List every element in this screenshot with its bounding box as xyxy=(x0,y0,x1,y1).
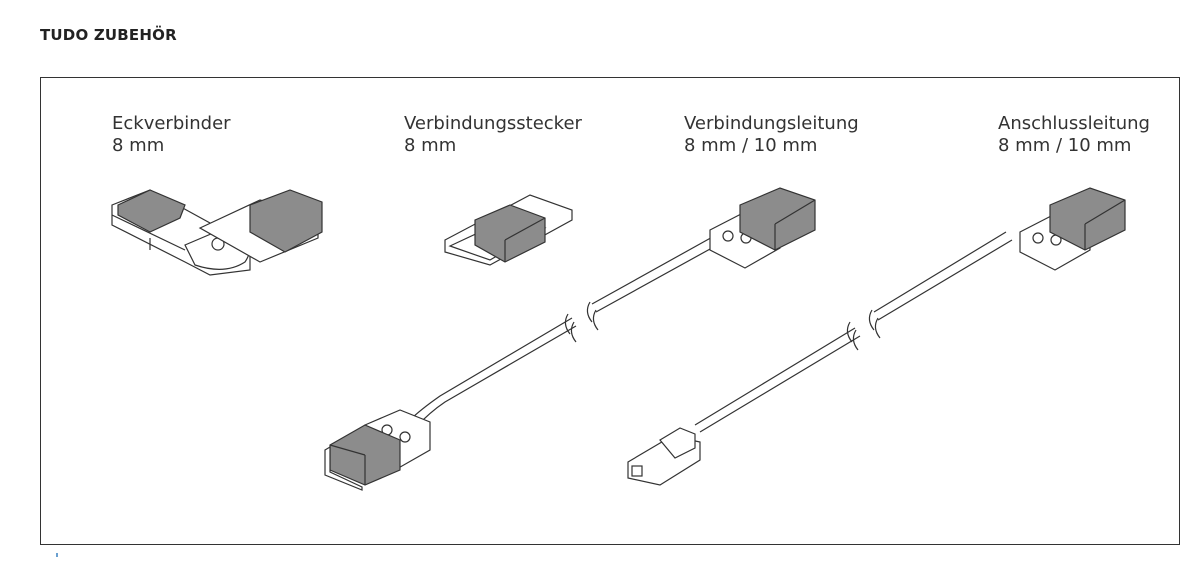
page-mark xyxy=(56,553,58,557)
item-name: Verbindungsstecker xyxy=(404,113,582,134)
item-label-eckverbinder: Eckverbinder 8 mm xyxy=(112,113,231,157)
item-size: 8 mm / 10 mm xyxy=(998,135,1132,156)
page-title: TUDO ZUBEHÖR xyxy=(40,26,177,44)
supply-cable-illustration xyxy=(627,187,1126,486)
item-size: 8 mm xyxy=(404,135,457,156)
item-size: 8 mm / 10 mm xyxy=(684,135,818,156)
item-name: Eckverbinder xyxy=(112,113,231,134)
connector-plug-illustration xyxy=(444,194,573,266)
item-size: 8 mm xyxy=(112,135,165,156)
item-name: Verbindungsleitung xyxy=(684,113,859,134)
accessories-frame xyxy=(40,77,1180,545)
corner-connector-illustration xyxy=(111,189,323,276)
item-label-anschlussleitung: Anschlussleitung 8 mm / 10 mm xyxy=(998,113,1150,157)
item-label-verbindungsleitung: Verbindungsleitung 8 mm / 10 mm xyxy=(684,113,859,157)
item-label-verbindungsstecker: Verbindungsstecker 8 mm xyxy=(404,113,582,157)
item-name: Anschlussleitung xyxy=(998,113,1150,134)
connection-cable-illustration xyxy=(324,187,816,491)
